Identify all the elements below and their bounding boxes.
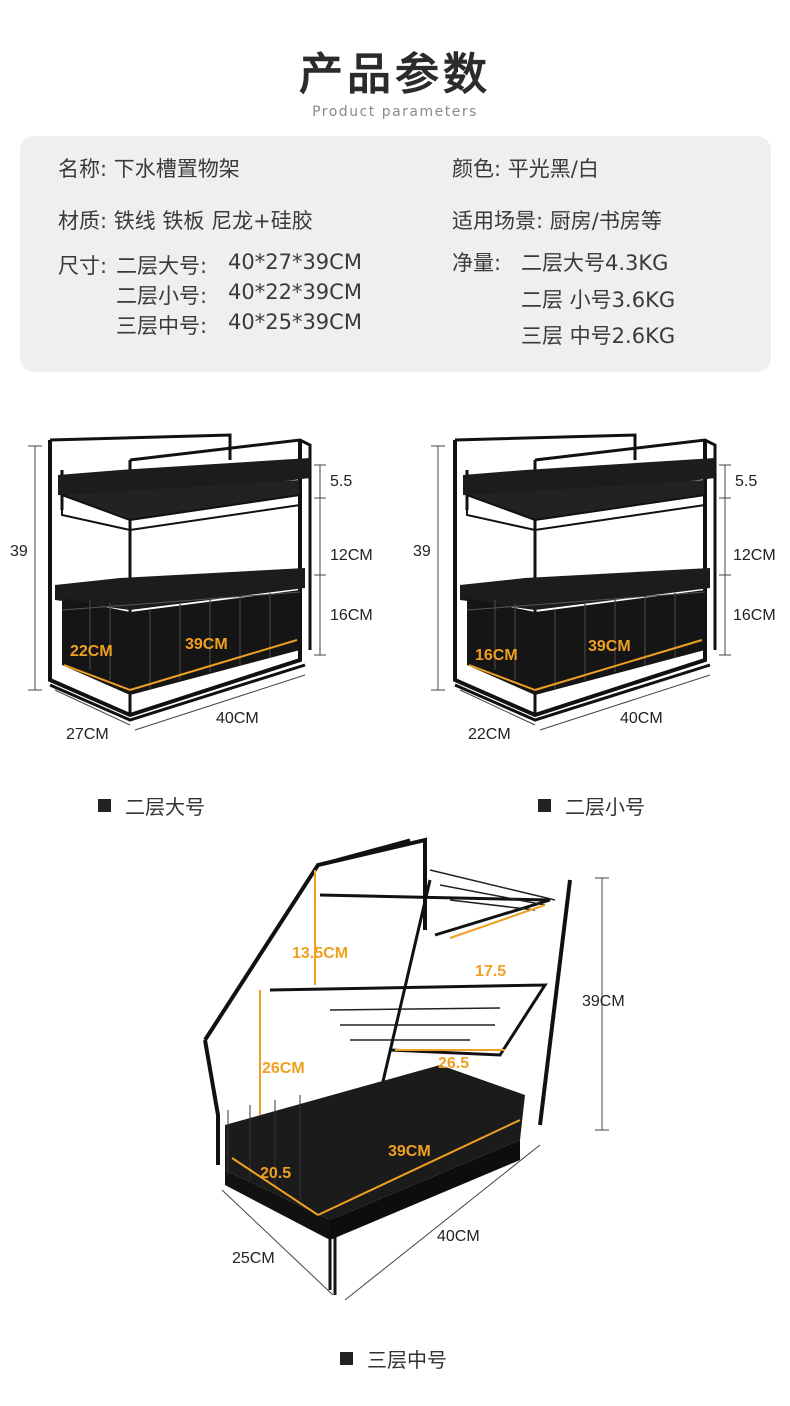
param-size-value: 40*22*39CM	[228, 280, 362, 304]
small-inner-width-label: 39CM	[588, 638, 631, 655]
medium-top-gap-label: 13.5CM	[292, 945, 349, 962]
param-size-name: 二层小号:	[116, 284, 208, 308]
rack-medium-image	[203, 837, 572, 1295]
large-inner-depth-label: 22CM	[70, 643, 113, 660]
param-material: 材质: 铁线 铁板 尼龙+硅胶	[58, 209, 313, 233]
large-inner-width-label: 39CM	[185, 636, 228, 653]
large-gap-top-label: 5.5	[330, 473, 353, 490]
caption-medium-text: 三层中号	[367, 1348, 447, 1372]
medium-width-label: 40CM	[437, 1228, 480, 1245]
page-subtitle: Product parameters	[312, 104, 478, 120]
large-width-label: 40CM	[216, 710, 259, 727]
large-gap-mid-label: 12CM	[330, 547, 373, 564]
caption-small-text: 二层小号	[565, 795, 645, 819]
bullet-square-icon	[98, 799, 111, 812]
medium-depth-label: 25CM	[232, 1250, 275, 1267]
caption-small: 二层小号	[538, 791, 645, 820]
caption-large: 二层大号	[98, 791, 205, 820]
large-height-label: 39	[10, 543, 28, 560]
bullet-square-icon	[538, 799, 551, 812]
large-gap-bottom-label: 16CM	[330, 607, 373, 624]
medium-inner-depth-label: 20.5	[260, 1165, 292, 1182]
small-depth-label: 22CM	[468, 726, 511, 743]
small-gap-bottom-label: 16CM	[733, 607, 776, 624]
param-weight-value: 二层大号4.3KG	[521, 251, 669, 275]
param-size-name: 二层大号:	[116, 254, 208, 278]
small-gap-mid-label: 12CM	[733, 547, 776, 564]
rack-small-image	[453, 433, 717, 722]
large-depth-label: 27CM	[66, 726, 109, 743]
small-gap-top-label: 5.5	[735, 473, 758, 490]
param-weight-value: 二层 小号3.6KG	[521, 288, 676, 312]
param-color: 颜色: 平光黑/白	[452, 157, 599, 181]
param-size-name: 三层中号:	[116, 314, 208, 338]
medium-mid-gap-label: 26CM	[262, 1060, 305, 1077]
param-size-value: 40*25*39CM	[228, 310, 362, 334]
medium-top-depth-label: 17.5	[475, 963, 507, 980]
medium-inner-width-label: 39CM	[388, 1143, 431, 1160]
rack-large-image	[48, 433, 312, 722]
parameters-panel	[20, 136, 771, 372]
bullet-square-icon	[340, 1352, 353, 1365]
param-weight-label: 净量:	[452, 251, 502, 275]
small-height-label: 39	[413, 543, 431, 560]
caption-medium: 三层中号	[340, 1344, 447, 1373]
small-width-label: 40CM	[620, 710, 663, 727]
small-inner-depth-label: 16CM	[475, 647, 518, 664]
medium-mid-width-label: 26.5	[438, 1055, 470, 1072]
param-weight-value: 三层 中号2.6KG	[521, 324, 676, 348]
page-title: 产品参数	[299, 49, 491, 100]
param-name: 名称: 下水槽置物架	[58, 157, 240, 181]
param-size-label: 尺寸:	[58, 254, 108, 278]
caption-large-text: 二层大号	[125, 795, 205, 819]
medium-height-label: 39CM	[582, 993, 625, 1010]
param-usage: 适用场景: 厨房/书房等	[452, 209, 662, 233]
param-size-value: 40*27*39CM	[228, 250, 362, 274]
